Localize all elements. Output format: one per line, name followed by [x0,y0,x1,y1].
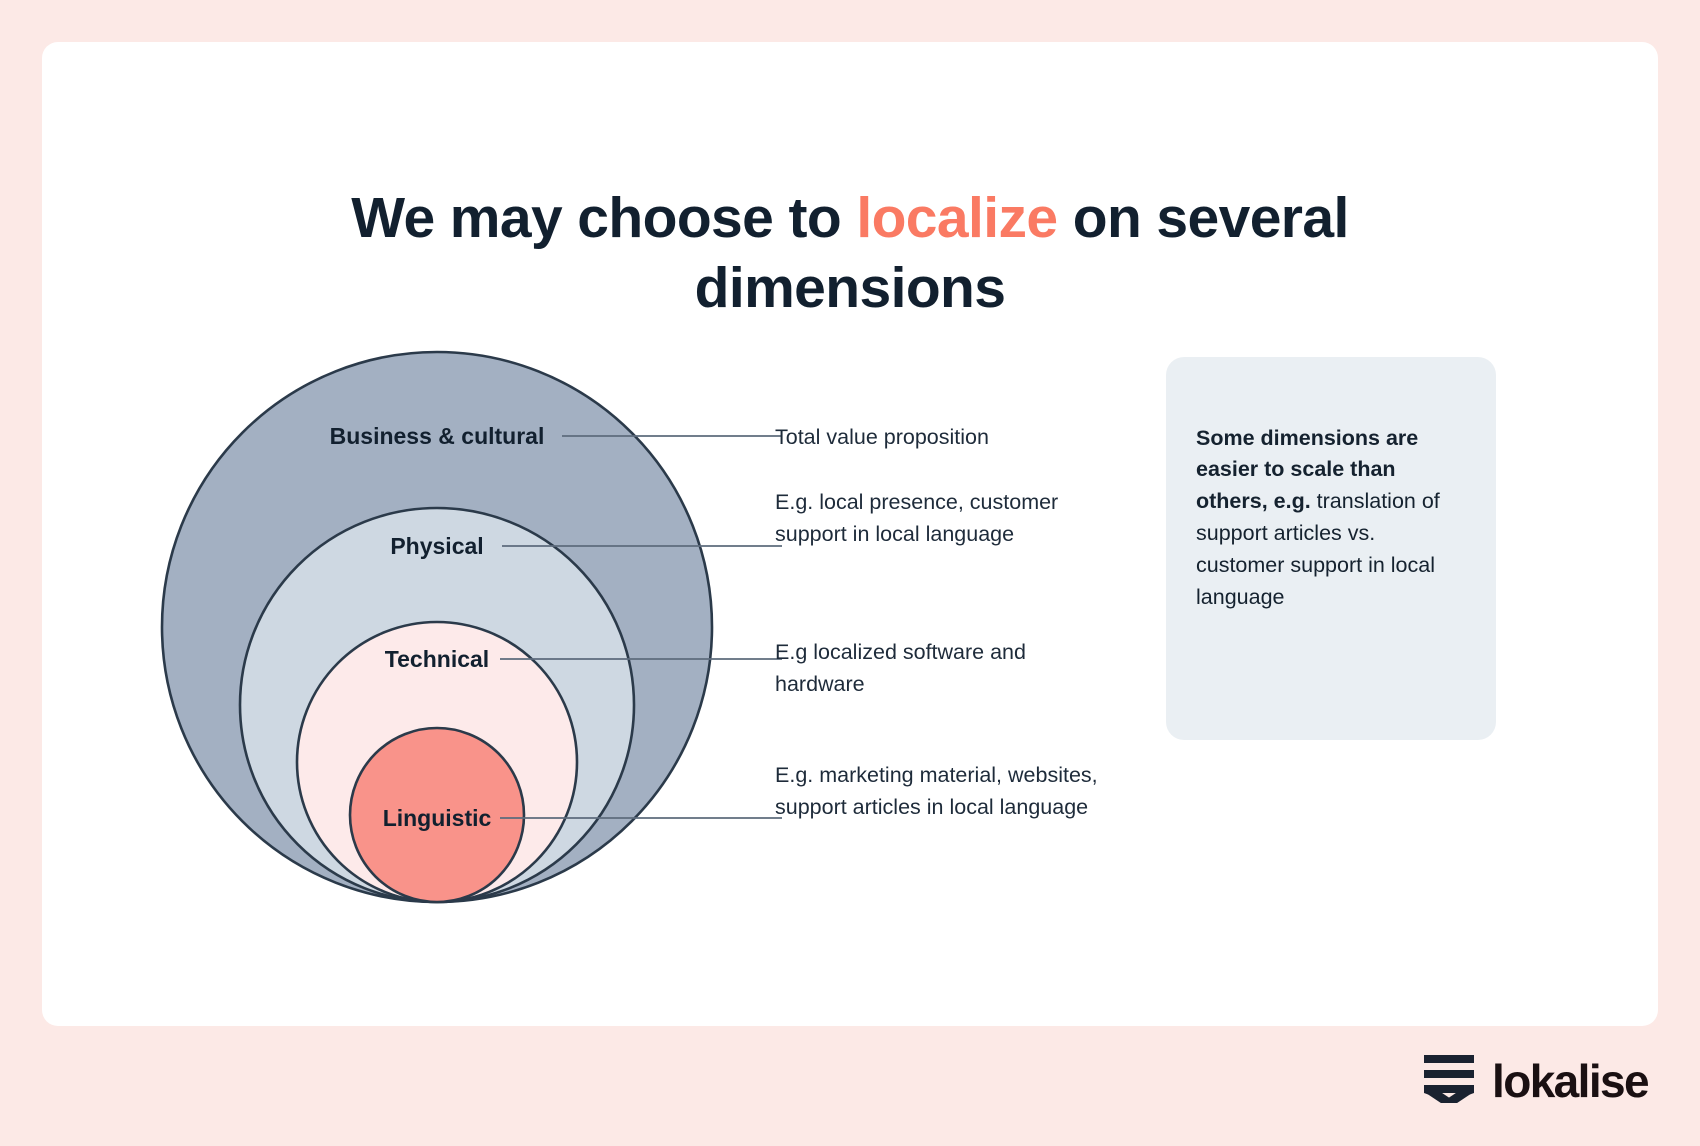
description-physical: E.g. local presence, customer support in… [775,490,1059,546]
nested-circles-diagram: Business & cultural Physical Technical L… [142,342,782,942]
content-card: We may choose to localize on several dim… [42,42,1658,1026]
lokalise-mark-icon [1422,1053,1476,1109]
lokalise-logo: lokalise [1422,1053,1650,1109]
callout-lead: Some dimensions are easier to scale than… [1196,425,1419,514]
circle-label-linguistic: Linguistic [383,805,492,831]
page-title: We may choose to localize on several dim… [202,184,1498,323]
callout-text: Some dimensions are easier to scale than… [1196,423,1460,614]
callout-box: Some dimensions are easier to scale than… [1166,357,1496,740]
callout-body: translation of support articles vs. cust… [1196,489,1440,609]
description-linguistic: E.g. marketing material, websites, suppo… [775,763,1098,819]
circle-layer-linguistic [348,726,526,904]
circle-label-technical: Technical [385,646,489,672]
lokalise-wordmark: lokalise [1492,1054,1650,1107]
description-business: Total value proposition [775,425,989,449]
description-technical: E.g localized software and hardware [775,640,1026,696]
circle-label-business: Business & cultural [330,423,545,449]
title-accent-word: localize [856,186,1058,251]
circle-label-physical: Physical [390,533,483,559]
title-part-2: on several dimensions [694,186,1350,320]
title-part-1: We may choose to [351,186,857,251]
